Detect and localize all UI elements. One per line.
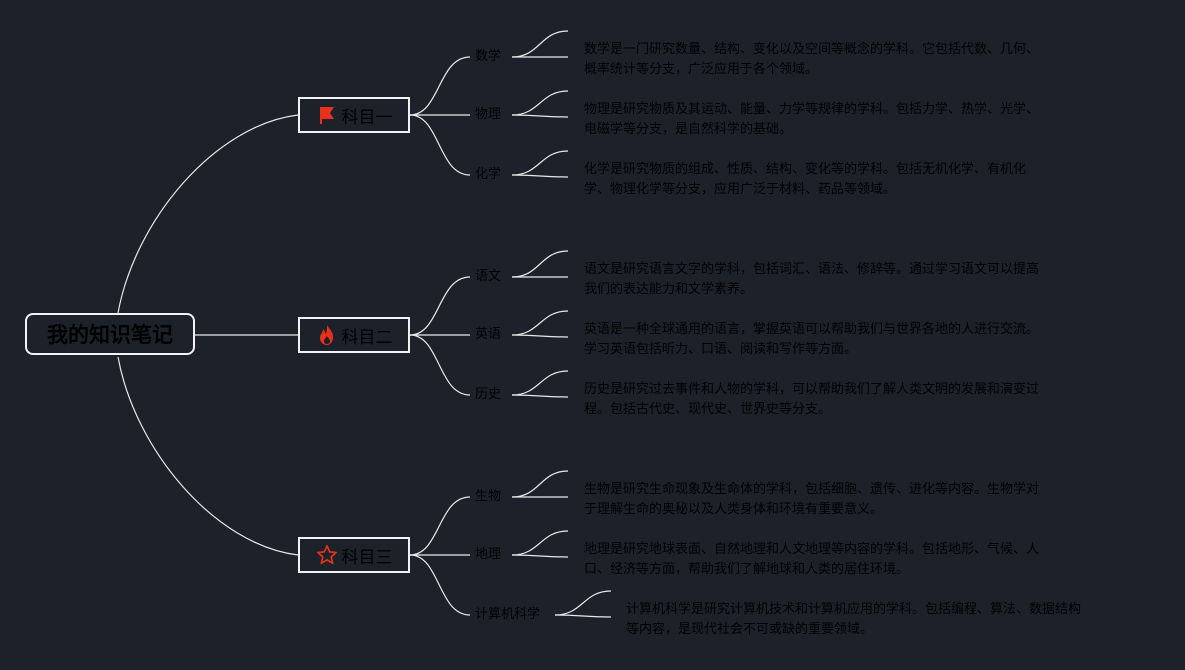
description-line: 于理解生命的奥秘以及人类身体和环境有重要意义。	[584, 502, 884, 517]
topic-node[interactable]: 物理	[475, 107, 502, 122]
topic-description[interactable]: 物理是研究物质及其运动、能量、力学等规律的学科。包括力学、热学、光学、 电磁学等…	[584, 100, 1084, 140]
topic-node[interactable]: 语文	[475, 269, 502, 284]
topic-description[interactable]: 语文是研究语言文字的学科，包括词汇、语法、修辞等。通过学习语文可以提高 我们的表…	[584, 260, 1084, 300]
topic-node[interactable]: 英语	[475, 327, 502, 342]
subject-node-1[interactable]: 科目一	[298, 97, 410, 133]
description-line: 电磁学等分支，是自然科学的基础。	[584, 122, 793, 137]
topic-node[interactable]: 数学	[475, 49, 502, 64]
topic-description[interactable]: 数学是一门研究数量、结构、变化以及空间等概念的学科。它包括代数、几何、 概率统计…	[584, 40, 1084, 80]
connector-subject2-topic1	[409, 276, 471, 336]
star-icon	[316, 544, 338, 566]
subject-node-3[interactable]: 科目三	[298, 537, 410, 573]
connector-root-subject-3	[117, 356, 299, 556]
topic-node[interactable]: 生物	[475, 489, 502, 504]
topic-description[interactable]: 英语是一种全球通用的语言，掌握英语可以帮助我们与世界各地的人进行交流。 学习英语…	[584, 320, 1084, 360]
connector-subject1-topic3	[409, 114, 471, 176]
description-line: 生物是研究生命现象及生命体的学科，包括细胞、遗传、进化等内容。生物学对	[584, 482, 1040, 497]
description-line: 口、经济等方面，帮助我们了解地球和人类的居住环境。	[584, 562, 910, 577]
description-line: 化学是研究物质的组成、性质、结构、变化等的学科。包括无机化学、有机化	[584, 162, 1027, 177]
connector-subject2-topic3	[409, 334, 471, 396]
description-line: 地理是研究地球表面、自然地理和人文地理等内容的学科。包括地形、气候、人	[584, 542, 1040, 557]
description-line: 数学是一门研究数量、结构、变化以及空间等概念的学科。它包括代数、几何、	[584, 42, 1040, 57]
connector-subject1-topic1	[409, 56, 471, 116]
description-line: 我们的表达能力和文学素养。	[584, 282, 754, 297]
description-line: 程。包括古代史、现代史、世界史等分支。	[584, 402, 832, 417]
topic-description[interactable]: 化学是研究物质的组成、性质、结构、变化等的学科。包括无机化学、有机化 学、物理化…	[584, 160, 1084, 200]
description-line: 学、物理化学等分支，应用广泛于材料、药品等领域。	[584, 182, 897, 197]
connector-root-subject-1	[117, 114, 299, 314]
topic-description[interactable]: 地理是研究地球表面、自然地理和人文地理等内容的学科。包括地形、气候、人 口、经济…	[584, 540, 1084, 580]
subject-label: 科目三	[341, 547, 393, 568]
description-line: 语文是研究语言文字的学科，包括词汇、语法、修辞等。通过学习语文可以提高	[584, 262, 1040, 277]
root-node[interactable]: 我的知识笔记	[25, 313, 195, 355]
fire-icon	[316, 324, 338, 346]
description-line: 计算机科学是研究计算机技术和计算机应用的学科。包括编程、算法、数据结构	[626, 602, 1082, 617]
subject-label: 科目二	[341, 327, 393, 348]
connector-subject3-topic1	[409, 496, 471, 556]
description-line: 概率统计等分支，广泛应用于各个领域。	[584, 62, 819, 77]
description-line: 物理是研究物质及其运动、能量、力学等规律的学科。包括力学、热学、光学、	[584, 102, 1040, 117]
description-line: 等内容，是现代社会不可或缺的重要领域。	[626, 622, 874, 637]
topic-node[interactable]: 计算机科学	[475, 607, 541, 622]
topic-description[interactable]: 历史是研究过去事件和人物的学科，可以帮助我们了解人类文明的发展和演变过 程。包括…	[584, 380, 1084, 420]
topic-node[interactable]: 化学	[475, 167, 502, 182]
subject-label: 科目一	[341, 107, 393, 128]
connector-subject3-topic3	[409, 554, 471, 616]
description-line: 历史是研究过去事件和人物的学科，可以帮助我们了解人类文明的发展和演变过	[584, 382, 1040, 397]
topic-description[interactable]: 计算机科学是研究计算机技术和计算机应用的学科。包括编程、算法、数据结构 等内容，…	[626, 600, 1146, 640]
description-line: 学习英语包括听力、口语、阅读和写作等方面。	[584, 342, 858, 357]
topic-node[interactable]: 地理	[475, 547, 502, 562]
topic-node[interactable]: 历史	[475, 387, 502, 402]
topic-description[interactable]: 生物是研究生命现象及生命体的学科，包括细胞、遗传、进化等内容。生物学对 于理解生…	[584, 480, 1084, 520]
root-title: 我的知识笔记	[47, 323, 173, 347]
description-line: 英语是一种全球通用的语言，掌握英语可以帮助我们与世界各地的人进行交流。	[584, 322, 1040, 337]
subject-node-2[interactable]: 科目二	[298, 317, 410, 353]
flag-icon	[316, 104, 338, 126]
